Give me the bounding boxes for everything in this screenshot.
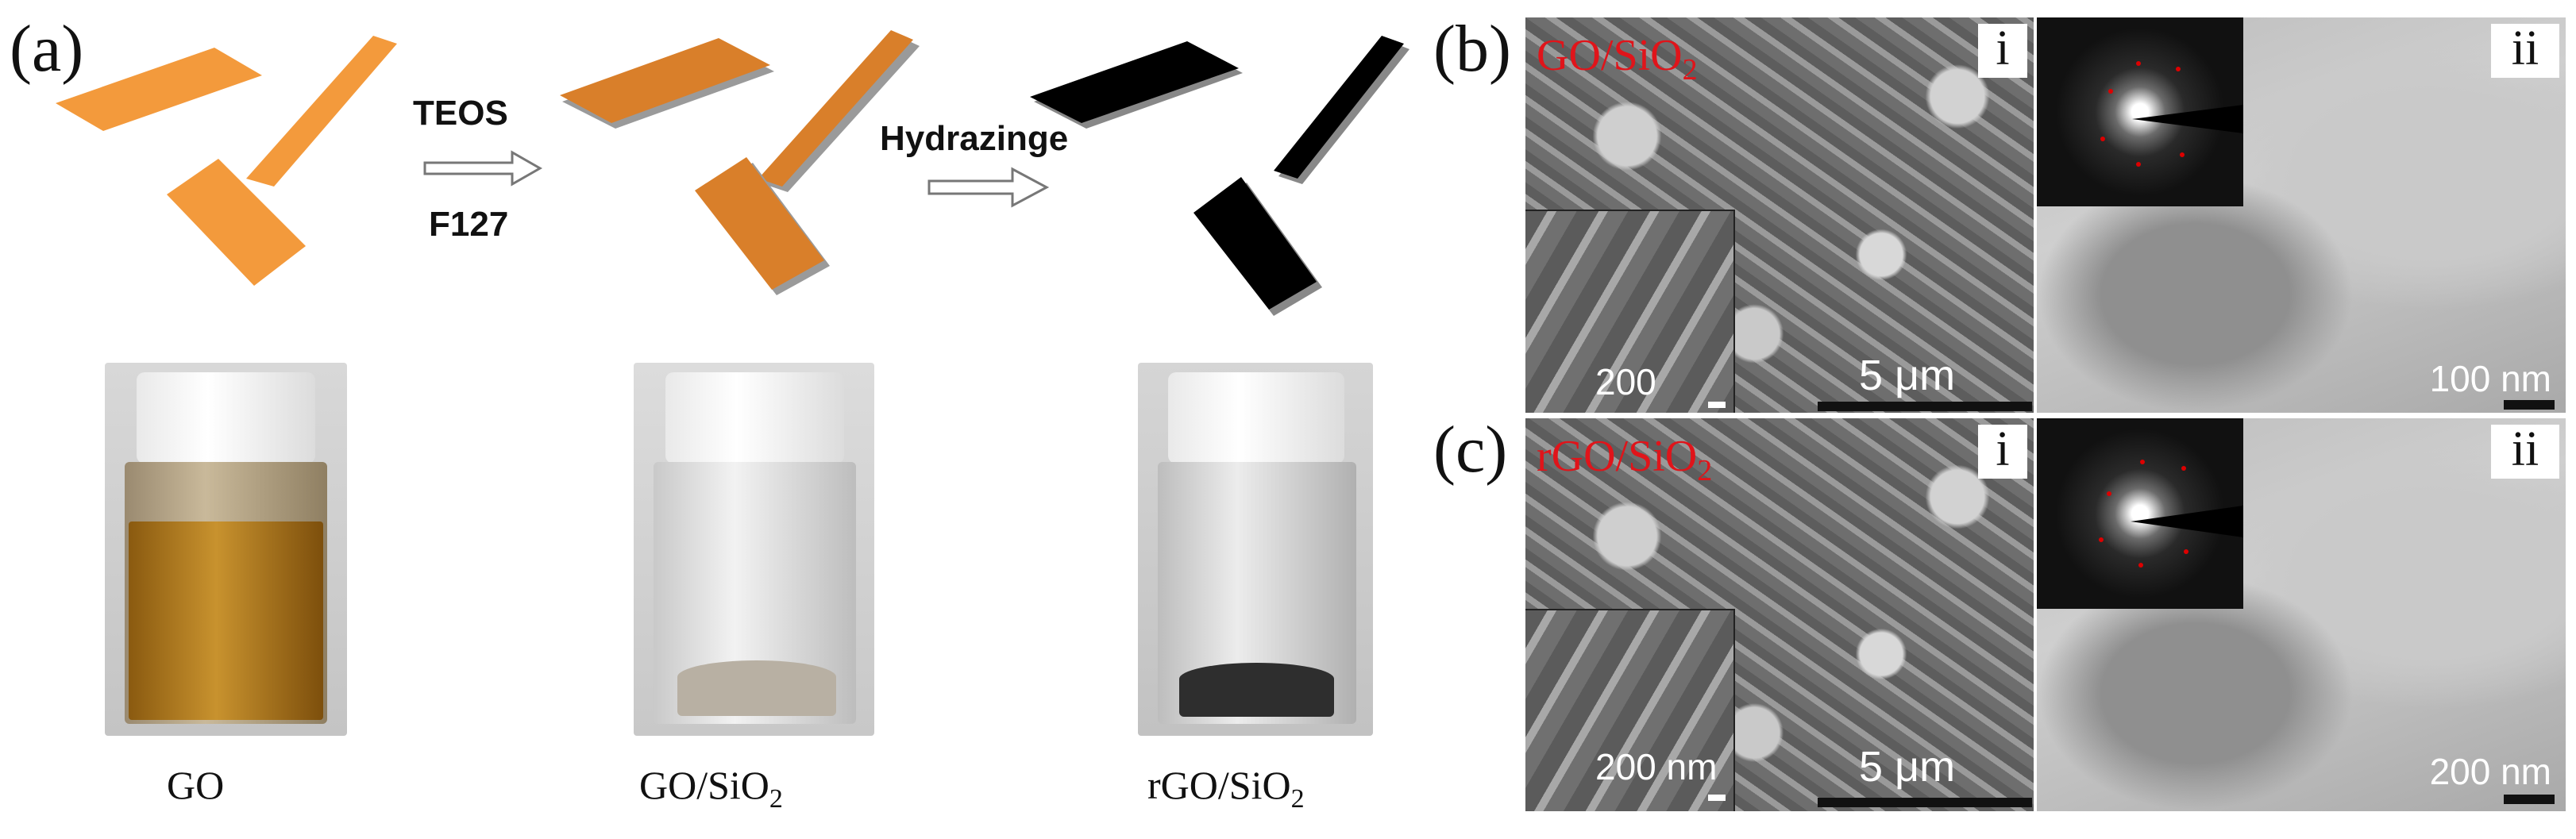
rgo-sheet-1	[1030, 41, 1239, 123]
go-sio2-sheet-1	[560, 38, 770, 123]
beam-stop	[2131, 506, 2243, 537]
vial-powder	[677, 660, 836, 716]
panel-b-tem-image: ii 100 nm	[2037, 17, 2566, 413]
panel-b-sem-scalebar	[1818, 402, 2032, 411]
panel-c-tem-scalebar	[2504, 795, 2555, 804]
caption-rgo-sio2: rGO/SiO2	[1147, 763, 1305, 814]
panel-c-tem-image: ii 200 nm	[2037, 418, 2566, 811]
panel-b-i-marker: i	[1978, 24, 2027, 78]
panel-c-i-marker: i	[1978, 425, 2027, 479]
panel-b-tem-scalebar	[2504, 400, 2555, 410]
rgo-sheet-3	[1194, 177, 1317, 310]
caption-go-sio2: GO/SiO2	[639, 763, 783, 814]
panel-b-saed-inset	[2037, 17, 2243, 206]
go-vial-photo	[105, 363, 347, 736]
vial-liquid	[129, 521, 323, 720]
panel-b-inset-scale-label: 200 nm	[1595, 361, 1656, 413]
go-sio2-sheets	[560, 30, 920, 295]
rgo-sheet-2	[1274, 36, 1404, 179]
go-sheets	[56, 36, 397, 286]
panel-b-tem-scale-label: 100 nm	[2429, 358, 2551, 399]
panel-c-ii-marker: ii	[2491, 425, 2559, 479]
go-sio2-sheet-3	[695, 157, 824, 290]
panel-b-sem-inset: 200 nm	[1525, 210, 1735, 413]
panel-b-sem-image: GO/SiO2 i 200 nm 5 μm	[1525, 17, 2034, 413]
panel-b-ii-marker: ii	[2491, 24, 2559, 78]
panel-c-sem-image: rGO/SiO2 i 200 nm 5 μm	[1525, 418, 2034, 811]
hydrazinge-label: Hydrazinge	[880, 119, 1069, 158]
f127-label: F127	[429, 205, 509, 244]
arrow-teos	[423, 150, 543, 187]
panel-c-sem-scalebar	[1818, 798, 2032, 807]
vial-cap	[137, 372, 315, 464]
rgo-sio2-vial-photo	[1138, 363, 1373, 736]
beam-stop	[2132, 105, 2243, 133]
teos-label: TEOS	[413, 94, 508, 133]
panel-a-schematic	[56, 30, 1409, 316]
go-sio2-sheet-2	[758, 30, 913, 187]
panel-c-letter: (c)	[1433, 413, 1508, 487]
rgo-sio2-sheets	[1030, 36, 1409, 316]
panel-b-inset-scalebar	[1708, 402, 1726, 408]
panel-c-sem-scale-label: 5 μm	[1859, 743, 1956, 791]
go-sio2-vial-photo	[634, 363, 874, 736]
go-sheet-3	[167, 159, 306, 286]
panel-b-sem-scale-label: 5 μm	[1859, 352, 1956, 399]
go-sheet-1	[56, 48, 262, 131]
panel-c-sem-inset: 200 nm	[1525, 609, 1735, 811]
panel-c-label: rGO/SiO2	[1537, 432, 1713, 488]
panel-c-saed-inset	[2037, 418, 2243, 609]
arrow-hydrazinge	[927, 167, 1050, 208]
panel-c-inset-scale-label: 200 nm	[1595, 746, 1718, 787]
panel-c-inset-scalebar	[1708, 795, 1726, 801]
panel-b-letter: (b)	[1433, 12, 1511, 86]
vial-powder	[1179, 663, 1334, 717]
caption-go: GO	[167, 763, 225, 807]
panel-c-tem-scale-label: 200 nm	[2429, 751, 2551, 792]
panel-b-label: GO/SiO2	[1537, 31, 1698, 87]
go-sheet-2	[246, 36, 397, 187]
panel-a-letter: (a)	[10, 12, 84, 86]
